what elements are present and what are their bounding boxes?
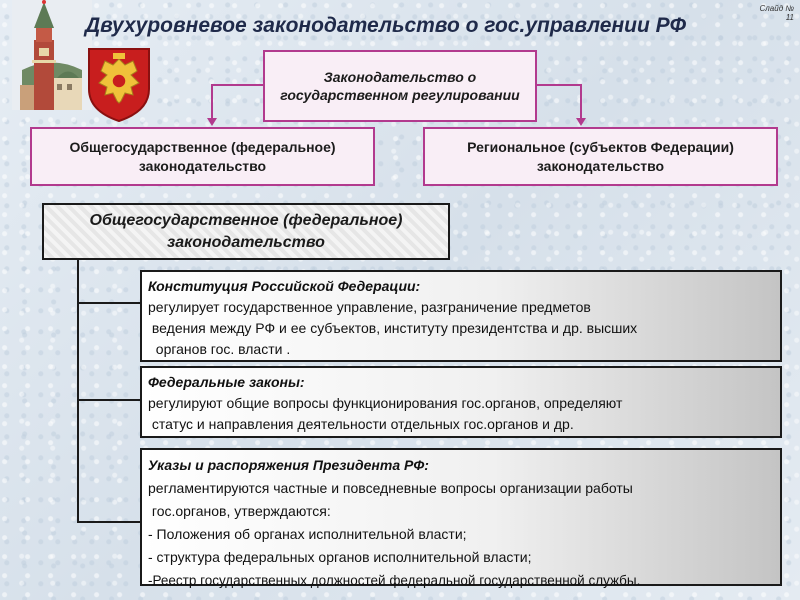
federal-laws-line: регулируют общие вопросы функционировани… bbox=[148, 393, 774, 414]
tree-branch-1 bbox=[77, 302, 140, 304]
federal-laws-box: Федеральные законы: регулируют общие воп… bbox=[140, 366, 782, 438]
tree-branch-2 bbox=[77, 399, 140, 401]
connector-right-h bbox=[537, 84, 582, 86]
section-title: Общегосударственное (федеральное) законо… bbox=[42, 203, 450, 260]
constitution-line: органов гос. власти . bbox=[148, 339, 774, 360]
decrees-line: -Реестр государственных должностей федер… bbox=[148, 569, 774, 592]
constitution-line: ведения между РФ и ее субъектов, институ… bbox=[148, 318, 774, 339]
connector-left-h bbox=[212, 84, 263, 86]
decrees-line: регламентируются частные и повседневные … bbox=[148, 477, 774, 500]
decrees-line: гос.органов, утверждаются: bbox=[148, 500, 774, 523]
slide-number: Слайд № 11 bbox=[752, 4, 794, 24]
regional-legislation-box: Региональное (субъектов Федерации) закон… bbox=[423, 127, 778, 186]
connector-left-v bbox=[211, 84, 213, 119]
constitution-line: регулирует государственное управление, р… bbox=[148, 297, 774, 318]
federal-laws-line: статус и направления деятельности отдель… bbox=[148, 414, 774, 435]
constitution-title: Конституция Российской Федерации: bbox=[148, 276, 774, 297]
connector-right-v bbox=[580, 84, 582, 119]
presidential-decrees-box: Указы и распоряжения Президента РФ: регл… bbox=[140, 448, 782, 586]
federal-laws-title: Федеральные законы: bbox=[148, 372, 774, 393]
tree-branch-3 bbox=[77, 521, 140, 523]
russian-coat-of-arms-icon bbox=[83, 45, 155, 123]
arrow-down-right-icon bbox=[576, 118, 586, 126]
tree-trunk-line bbox=[77, 260, 79, 523]
decrees-line: - структура федеральных органов исполнит… bbox=[148, 546, 774, 569]
decrees-title: Указы и распоряжения Президента РФ: bbox=[148, 454, 774, 477]
arrow-down-left-icon bbox=[207, 118, 217, 126]
page-title: Двухуровневое законодательство о гос.упр… bbox=[85, 14, 785, 44]
kremlin-tower-icon bbox=[12, 0, 92, 110]
constitution-box: Конституция Российской Федерации: регули… bbox=[140, 270, 782, 362]
legislation-root-box: Законодательство о государственном регул… bbox=[263, 50, 537, 122]
decrees-line: - Положения об органах исполнительной вл… bbox=[148, 523, 774, 546]
federal-legislation-box: Общегосударственное (федеральное) законо… bbox=[30, 127, 375, 186]
